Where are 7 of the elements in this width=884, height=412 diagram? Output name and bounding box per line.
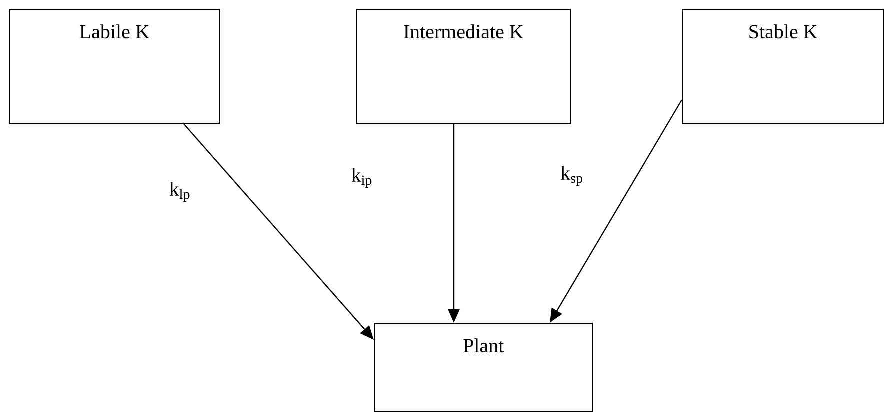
text-box: Stable K xyxy=(682,9,884,124)
edge-label: k$_{lp}$ xyxy=(170,182,190,202)
text-box: Intermediate K xyxy=(356,9,572,124)
text-box: Plant xyxy=(374,322,594,412)
edge-label: k$_{ip}$ xyxy=(352,168,372,188)
edge-label: k$_{sp}$ xyxy=(560,166,582,186)
text-box: Labile K xyxy=(9,9,220,124)
